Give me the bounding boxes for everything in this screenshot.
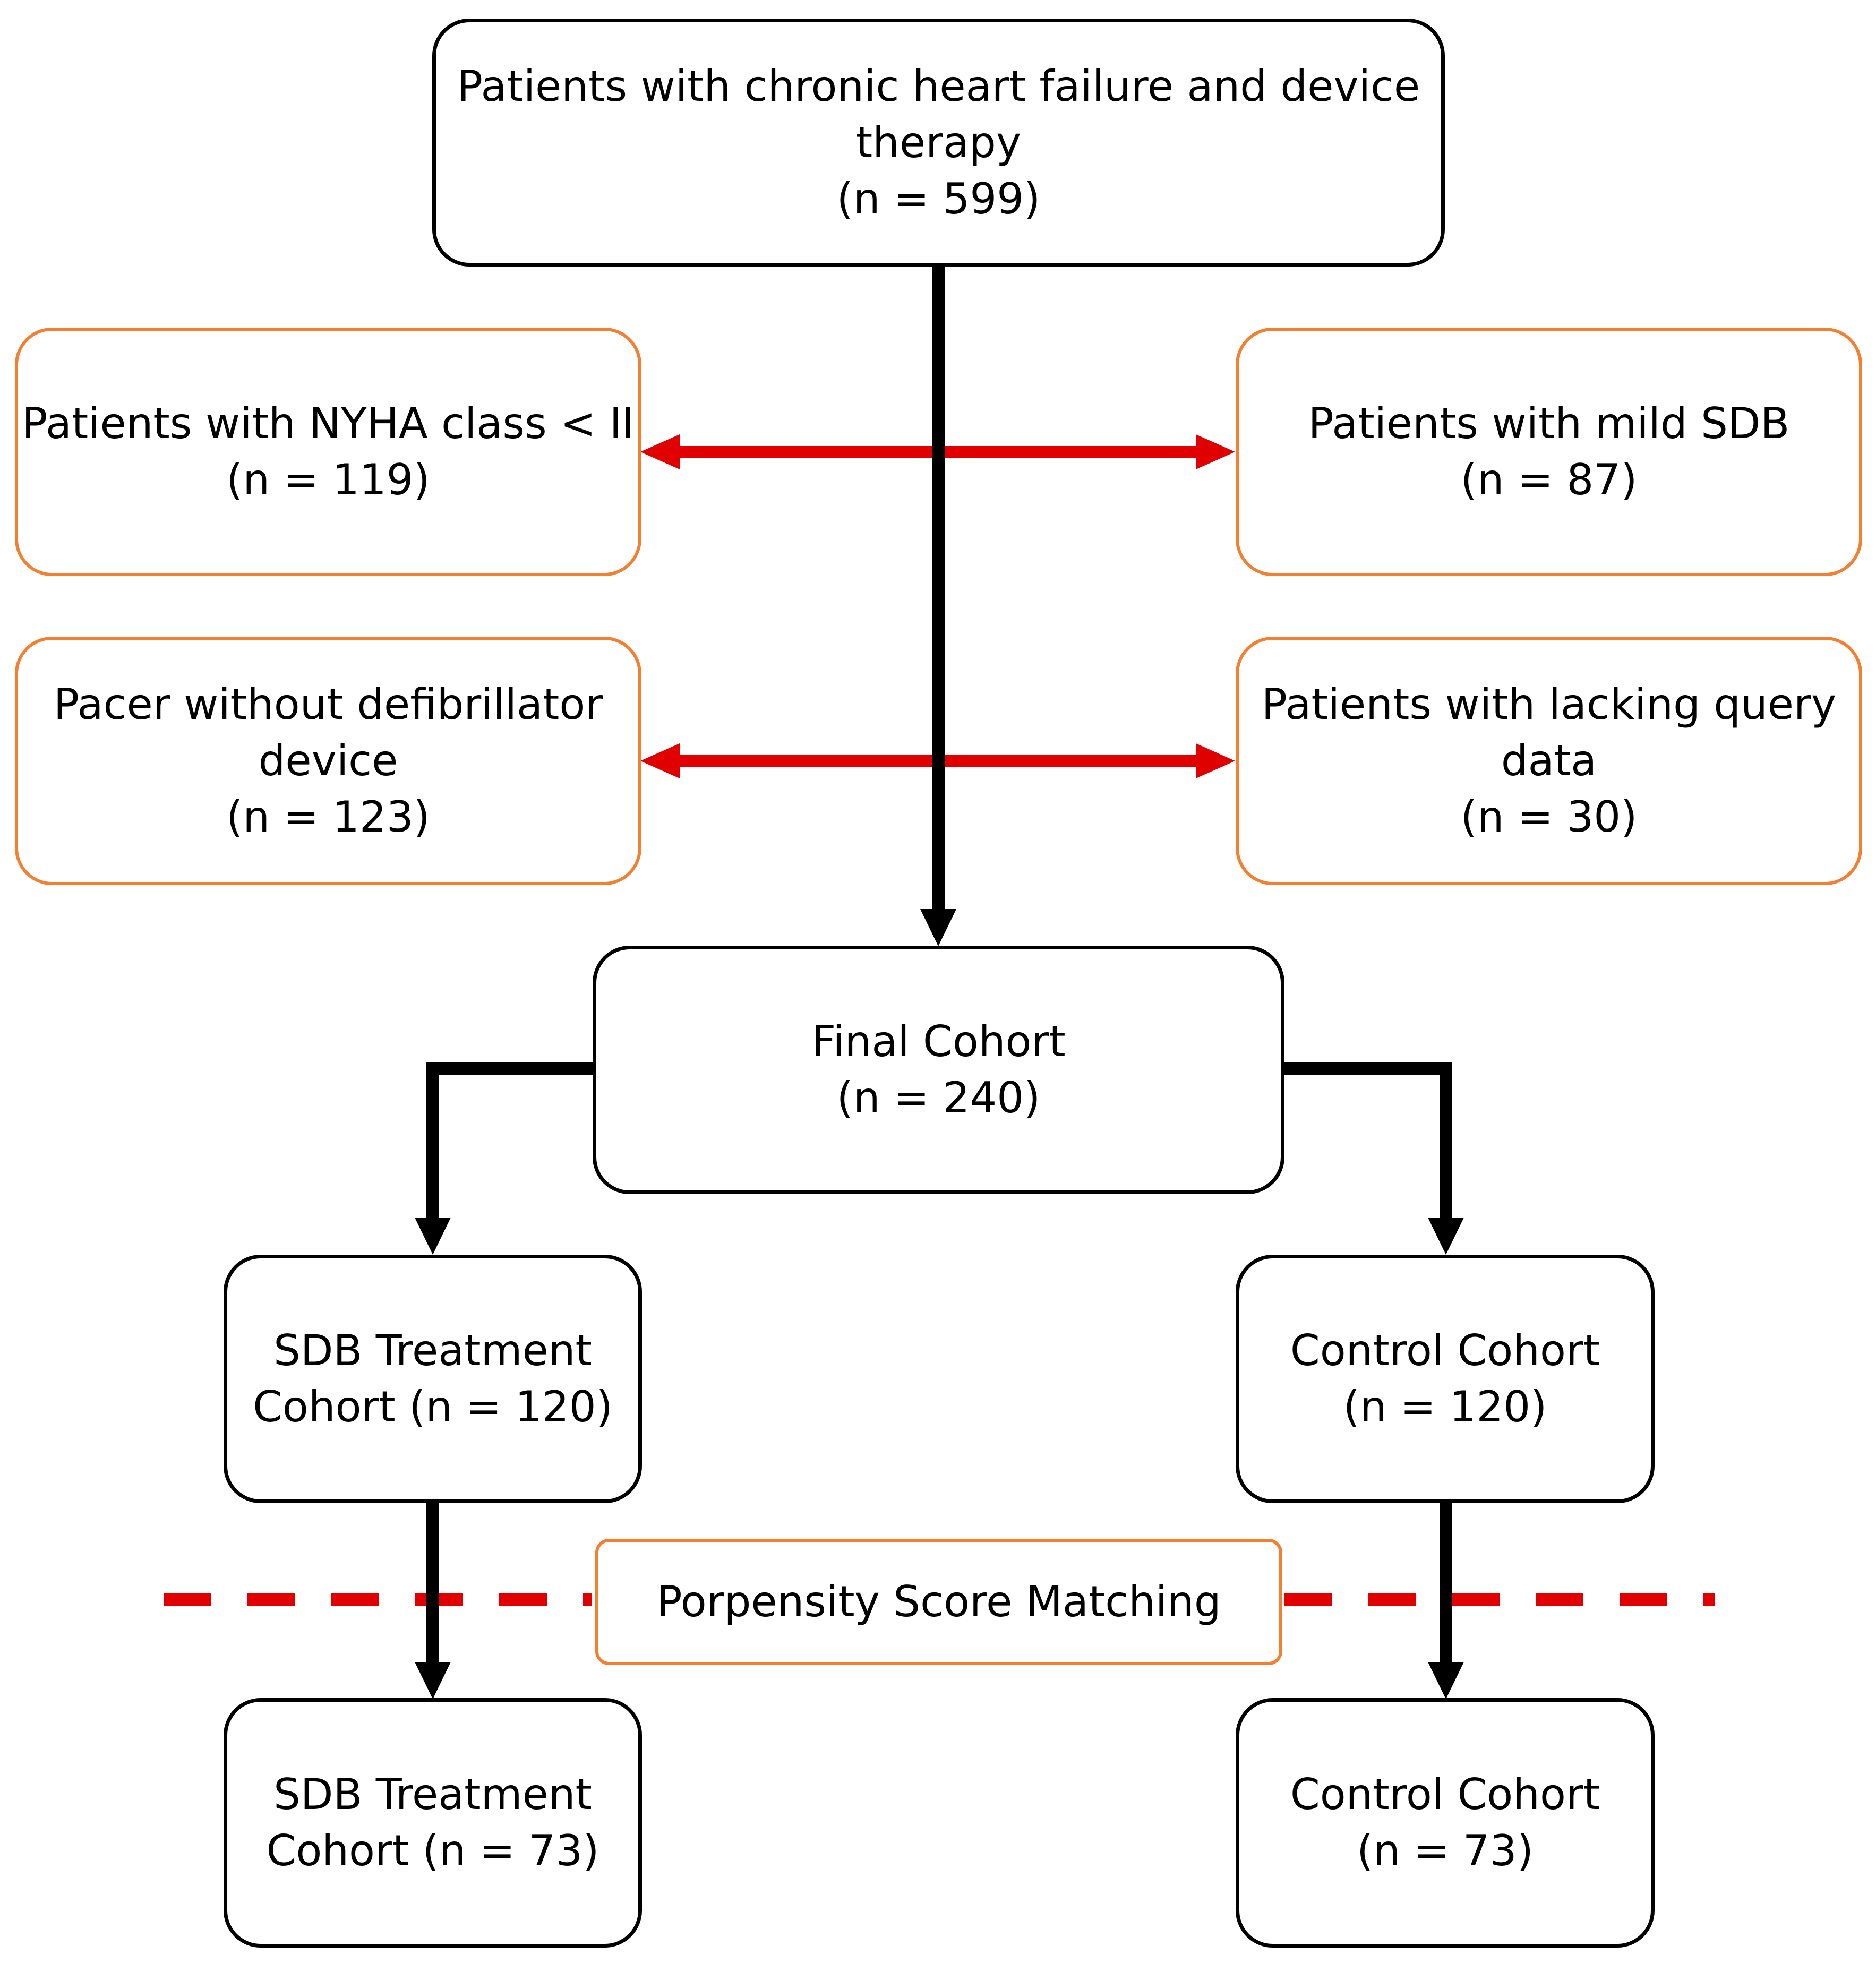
excluded-lacking-line2: data [1501,736,1597,785]
box-excluded-lacking-data: Patients with lacking query data (n = 30… [1236,637,1862,885]
final-cohort-label: Final Cohort [811,1017,1066,1066]
control-matched-count: (n = 73) [1357,1826,1534,1875]
excluded-pacer-line2: device [258,736,398,785]
sdb-treatment-cohort-line1: SDB Treatment [273,1326,592,1375]
main-flow-arrowhead [920,909,956,946]
initial-population-count: (n = 599) [836,174,1041,224]
excluded-mild-sdb-count: (n = 87) [1460,455,1638,504]
control-cohort-label: Control Cohort [1290,1326,1600,1375]
excluded-nyha-count: (n = 119) [226,455,430,504]
control-matched-label: Control Cohort [1290,1770,1600,1819]
box-initial-population: Patients with chronic heart failure and … [432,19,1445,267]
box-sdb-treatment-matched: SDB Treatment Cohort (n = 73) [224,1698,642,1948]
exclusion-arrowhead-lacking [1196,743,1235,778]
box-excluded-nyha: Patients with NYHA class < II (n = 119) [15,328,641,576]
initial-population-line2: therapy [855,117,1022,167]
initial-population-line1: Patients with chronic heart failure and … [457,61,1420,111]
excluded-lacking-line1: Patients with lacking query [1261,680,1837,729]
sdb-treatment-matched-line1: SDB Treatment [273,1770,592,1819]
box-control-matched: Control Cohort (n = 73) [1236,1698,1655,1948]
excluded-mild-sdb-label: Patients with mild SDB [1308,399,1790,448]
split-arrowhead-left [415,1218,451,1255]
control-cohort-count: (n = 120) [1343,1382,1547,1431]
box-propensity-score-matching: Porpensity Score Matching [595,1539,1282,1665]
exclusion-arrowhead-pacer [640,743,680,778]
sdb-treatment-cohort-line2: Cohort (n = 120) [253,1382,613,1431]
excluded-lacking-count: (n = 30) [1460,792,1638,842]
match-arrowhead-left [415,1662,451,1699]
split-arrow-left-shaft [426,1062,593,1219]
exclusion-arrowhead-nyha [640,434,680,469]
box-final-cohort: Final Cohort (n = 240) [593,946,1284,1194]
final-cohort-count: (n = 240) [836,1073,1041,1122]
exclusion-arrowhead-mild-sdb [1196,434,1235,469]
split-arrow-right-shaft [1284,1062,1452,1219]
split-arrowhead-right [1428,1218,1464,1255]
box-excluded-mild-sdb: Patients with mild SDB (n = 87) [1236,328,1862,576]
box-control-cohort: Control Cohort (n = 120) [1236,1255,1655,1503]
box-sdb-treatment-cohort: SDB Treatment Cohort (n = 120) [224,1255,642,1503]
box-excluded-pacer: Pacer without defibrillator device (n = … [15,637,641,885]
excluded-nyha-label: Patients with NYHA class < II [22,399,635,448]
match-arrowhead-right [1428,1662,1464,1699]
sdb-treatment-matched-line2: Cohort (n = 73) [266,1826,599,1875]
propensity-score-matching-label: Porpensity Score Matching [656,1577,1221,1626]
excluded-pacer-count: (n = 123) [226,792,430,842]
excluded-pacer-line1: Pacer without defibrillator [53,680,603,729]
